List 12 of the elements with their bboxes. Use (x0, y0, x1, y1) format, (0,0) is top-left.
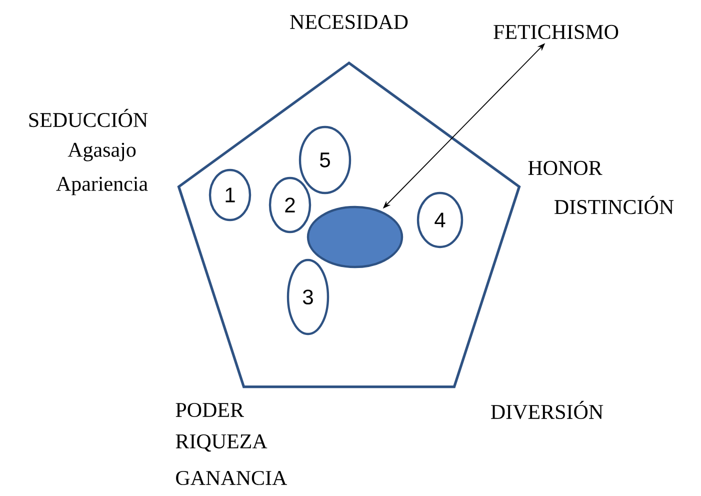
vertex-label: Agasajo (68, 142, 136, 162)
node-label: FETICHISMO (494, 24, 618, 40)
vertex-label: DISTINCIÓN (554, 196, 674, 214)
vertex-label: Apariencia (56, 176, 148, 196)
vertex-label: SEDUCCIÓN (29, 108, 148, 128)
vertex-label: HONOR (528, 160, 602, 176)
vertex-label: NECESIDAD (290, 14, 408, 30)
vertex-label: RIQUEZA (176, 434, 268, 452)
filled-ellipse (306, 206, 404, 268)
vertex-label: GANANCIA (176, 470, 288, 486)
vertex-label: DIVERSIÓN (491, 400, 604, 420)
vertex-label: PODER (176, 402, 244, 418)
